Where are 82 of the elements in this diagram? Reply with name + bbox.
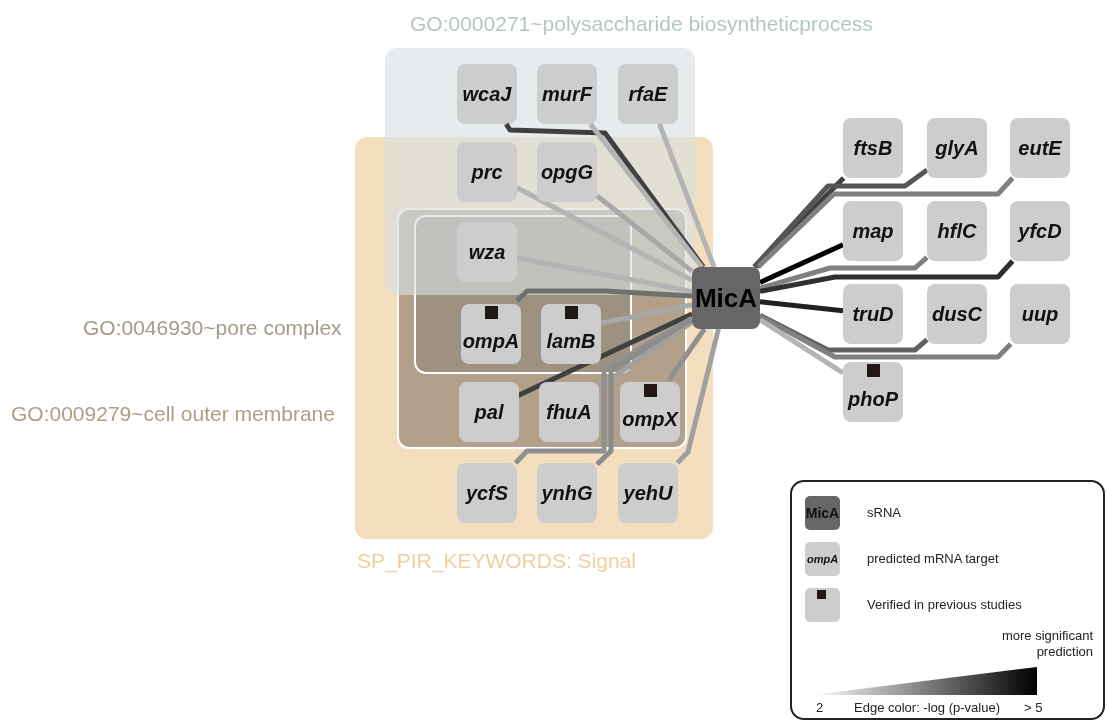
node-label: ompX bbox=[622, 407, 678, 431]
connector-line bbox=[516, 255, 693, 294]
node-label: murF bbox=[542, 82, 592, 106]
connector-line bbox=[515, 288, 693, 303]
scale-note: more significant prediction bbox=[1000, 628, 1093, 660]
node-label: prc bbox=[471, 160, 503, 184]
scale-label: > 5 bbox=[1024, 700, 1043, 715]
node-label: ftsB bbox=[853, 136, 893, 160]
node-label: pal bbox=[474, 400, 504, 424]
gene-node bbox=[537, 142, 597, 202]
legend-text: Verified in previous studies bbox=[867, 597, 1022, 612]
gene-node bbox=[539, 382, 599, 442]
gene-node bbox=[459, 382, 519, 442]
node-label: glyA bbox=[935, 136, 979, 160]
gene-node bbox=[457, 222, 517, 282]
node-label: rfaE bbox=[628, 82, 668, 106]
connector-line bbox=[758, 317, 845, 375]
connector-line bbox=[759, 259, 1015, 294]
connector-line bbox=[666, 327, 707, 382]
gene-node bbox=[1010, 201, 1070, 261]
sample-label: MicA bbox=[805, 505, 840, 521]
node-label: ycfS bbox=[465, 481, 509, 505]
gene-node bbox=[537, 64, 597, 124]
legend-text: predicted mRNA target bbox=[867, 551, 999, 566]
node-label: map bbox=[852, 219, 894, 243]
legend-text: sRNA bbox=[867, 505, 901, 520]
gene-node bbox=[1010, 284, 1070, 344]
connector-line bbox=[752, 167, 929, 269]
node-label: yehU bbox=[623, 481, 673, 505]
connector-line bbox=[595, 193, 694, 274]
node-label: MicA bbox=[694, 282, 758, 314]
connector-line bbox=[756, 176, 1015, 269]
node-label: ompA bbox=[462, 329, 520, 353]
connector-line bbox=[758, 242, 845, 285]
connector-line bbox=[513, 315, 694, 465]
gene-node bbox=[927, 118, 987, 178]
connector-line bbox=[657, 123, 717, 268]
connector-line bbox=[758, 313, 929, 353]
category-label: GO:0000271~polysaccharide biosyntheticprocess bbox=[410, 12, 873, 36]
gene-node bbox=[618, 64, 678, 124]
node-label: wza bbox=[468, 240, 506, 264]
gene-node bbox=[461, 304, 521, 364]
gene-node bbox=[620, 382, 680, 442]
node-label: wcaJ bbox=[462, 82, 512, 106]
scale-label: Edge color: -log (p-value) bbox=[854, 700, 1000, 715]
category-label: GO:0009279~cell outer membrane bbox=[11, 402, 335, 426]
gene-node bbox=[843, 284, 903, 344]
srna-node bbox=[692, 267, 760, 329]
gene-node bbox=[457, 142, 517, 202]
gene-node bbox=[927, 284, 987, 344]
node-label: uup bbox=[1021, 302, 1059, 326]
gene-node bbox=[541, 304, 601, 364]
gene-node bbox=[457, 463, 517, 523]
gene-node bbox=[927, 201, 987, 261]
gene-node bbox=[618, 463, 678, 523]
node-label: lamB bbox=[546, 329, 596, 353]
gene-node bbox=[843, 362, 903, 422]
connector-line bbox=[588, 122, 704, 269]
connector-line bbox=[758, 314, 1013, 360]
node-label: opgG bbox=[540, 160, 594, 184]
gene-node bbox=[843, 201, 903, 261]
node-label: yfcD bbox=[1018, 219, 1062, 243]
node-label: truD bbox=[852, 302, 894, 326]
node-label: dusC bbox=[932, 302, 982, 326]
gene-node bbox=[1010, 118, 1070, 178]
sample-label: ompA bbox=[806, 553, 839, 565]
node-label: fhuA bbox=[546, 400, 592, 424]
category-label: GO:0046930~pore complex bbox=[83, 316, 342, 340]
scale-label: 2 bbox=[816, 700, 824, 715]
connector-line bbox=[504, 122, 706, 269]
node-label: eutE bbox=[1018, 136, 1062, 160]
connector-line bbox=[759, 255, 929, 291]
gene-node bbox=[457, 64, 517, 124]
node-label: ynhG bbox=[541, 481, 593, 505]
gene-node bbox=[537, 463, 597, 523]
gene-node bbox=[843, 118, 903, 178]
connector-line bbox=[759, 299, 844, 314]
node-label: phoP bbox=[848, 387, 898, 411]
category-label: SP_PIR_KEYWORDS: Signal bbox=[357, 549, 636, 573]
node-label: hflC bbox=[937, 219, 977, 243]
connector-line bbox=[675, 328, 721, 465]
connector-line bbox=[515, 185, 694, 283]
